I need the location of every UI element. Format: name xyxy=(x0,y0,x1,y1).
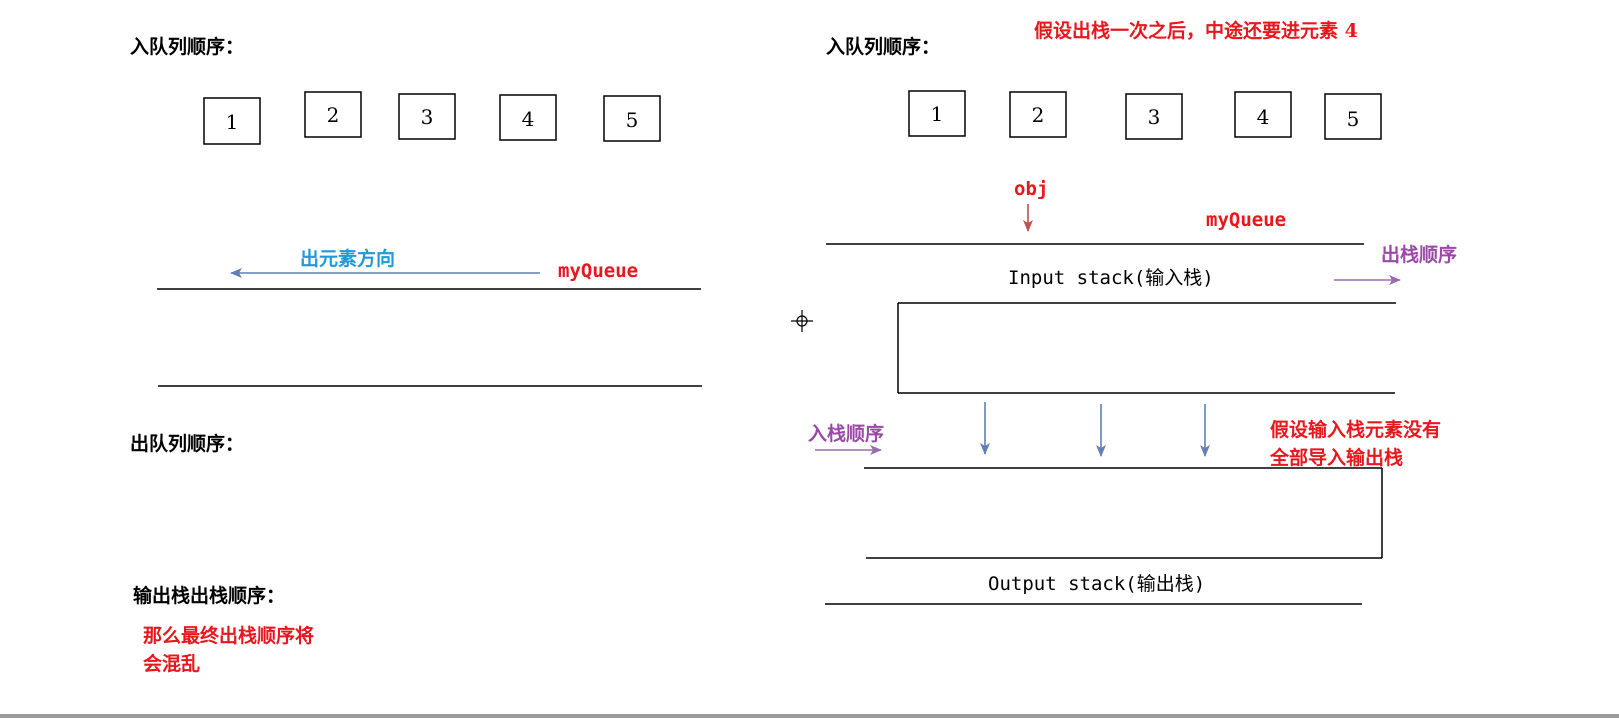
right-assumption-title: 假设出栈一次之后，中途还要进元素 4 xyxy=(1034,19,1358,42)
right-note-line-1: 假设输入栈元素没有 xyxy=(1270,418,1441,441)
left-enqueue-order-label: 入队列顺序： xyxy=(130,35,244,58)
right-element-box-label: 2 xyxy=(1032,103,1045,127)
left-element-box-label: 5 xyxy=(626,108,639,132)
left-element-box-2: 2 xyxy=(304,91,362,138)
right-element-box-label: 4 xyxy=(1257,105,1270,129)
right-enqueue-order-label: 入队列顺序： xyxy=(826,35,940,58)
left-element-box-5: 5 xyxy=(603,95,661,142)
right-element-box-label: 5 xyxy=(1347,107,1360,131)
left-note-line-1: 那么最终出栈顺序将 xyxy=(143,624,314,647)
output-stack-label: Output stack(输出栈) xyxy=(988,573,1205,595)
left-panel: 入队列顺序： 1 2 3 4 5 出元素方向 myQueue 出队列顺序： xyxy=(130,35,702,675)
right-element-box-5: 5 xyxy=(1324,93,1382,140)
right-queue-name: myQueue xyxy=(1206,209,1286,231)
right-element-box-label: 1 xyxy=(931,102,944,126)
left-dequeue-order-label: 出队列顺序： xyxy=(130,432,244,455)
bottom-border xyxy=(0,714,1619,718)
input-stack-box xyxy=(897,302,1396,394)
left-queue-name: myQueue xyxy=(558,260,638,282)
right-obj-label: obj xyxy=(1014,178,1048,200)
left-element-box-4: 4 xyxy=(499,94,557,141)
right-element-box-3: 3 xyxy=(1125,93,1183,140)
move-cursor-icon xyxy=(791,310,813,332)
right-element-box-4: 4 xyxy=(1234,91,1292,138)
left-element-box-3: 3 xyxy=(398,93,456,140)
left-element-box-label: 2 xyxy=(327,103,340,127)
right-element-box-label: 3 xyxy=(1148,105,1161,129)
left-output-pop-order-label: 输出栈出栈顺序： xyxy=(133,584,285,607)
right-note-line-2: 全部导入输出栈 xyxy=(1269,446,1403,469)
input-stack-label: Input stack(输入栈) xyxy=(1008,267,1214,289)
left-direction-label: 出元素方向 xyxy=(300,247,395,270)
right-pop-order-label: 出栈顺序 xyxy=(1381,243,1457,266)
left-element-box-label: 4 xyxy=(522,107,535,131)
right-panel: 入队列顺序： 假设出栈一次之后，中途还要进元素 4 1 2 3 4 5 obj … xyxy=(808,19,1457,605)
right-push-order-label: 入栈顺序 xyxy=(808,422,884,445)
left-note-line-2: 会混乱 xyxy=(143,652,200,675)
left-element-box-label: 1 xyxy=(226,110,239,134)
output-stack-box xyxy=(864,467,1383,559)
right-element-box-2: 2 xyxy=(1009,91,1067,138)
left-element-box-label: 3 xyxy=(421,105,434,129)
left-element-box-1: 1 xyxy=(203,97,261,145)
right-element-box-1: 1 xyxy=(908,90,966,137)
